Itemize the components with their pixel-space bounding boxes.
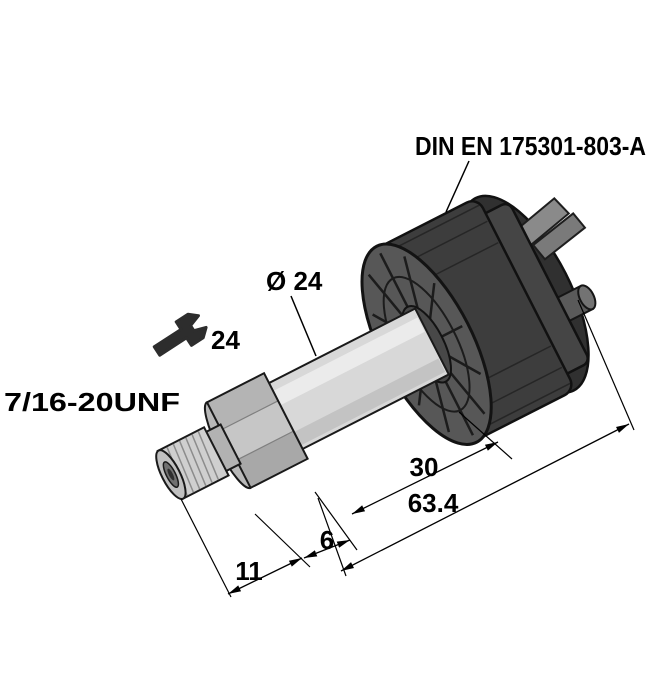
sensor-body <box>260 307 451 454</box>
leader-lines <box>290 160 470 357</box>
dim-6-label: 6 <box>320 525 334 555</box>
din-connector-label: DIN EN 175301-803-A <box>415 131 646 161</box>
rear-peg-cap <box>577 284 597 311</box>
extension-line <box>577 299 635 431</box>
dim-line-63-4 <box>340 423 630 572</box>
threaded-connection <box>155 425 230 501</box>
hex-facet-bottom <box>236 431 308 488</box>
extension-line <box>254 513 311 568</box>
hex-facet-lines <box>220 400 294 461</box>
diameter-leader-line <box>290 295 317 357</box>
diameter-label: Ø 24 <box>266 266 323 296</box>
wrench-size-label: 24 <box>211 325 240 355</box>
pressure-port-hole <box>167 468 175 481</box>
dimension-lines <box>227 423 630 595</box>
thread-label: 7/16-20UNF <box>4 387 180 417</box>
dim-63-label: 63.4 <box>408 488 459 518</box>
dim-30-label: 30 <box>410 452 439 482</box>
extension-line <box>180 498 232 598</box>
device-group <box>155 194 597 501</box>
body-shadow <box>288 358 446 449</box>
spade-terminal-icon <box>531 212 587 261</box>
hex-facet-top <box>207 373 279 430</box>
din-leader-line <box>445 160 470 213</box>
dim-11-label: 11 <box>235 556 263 586</box>
drum-ribs <box>384 204 571 433</box>
dim-line-11 <box>227 557 303 595</box>
body-highlight <box>267 317 425 409</box>
wrench-icon <box>152 312 208 357</box>
